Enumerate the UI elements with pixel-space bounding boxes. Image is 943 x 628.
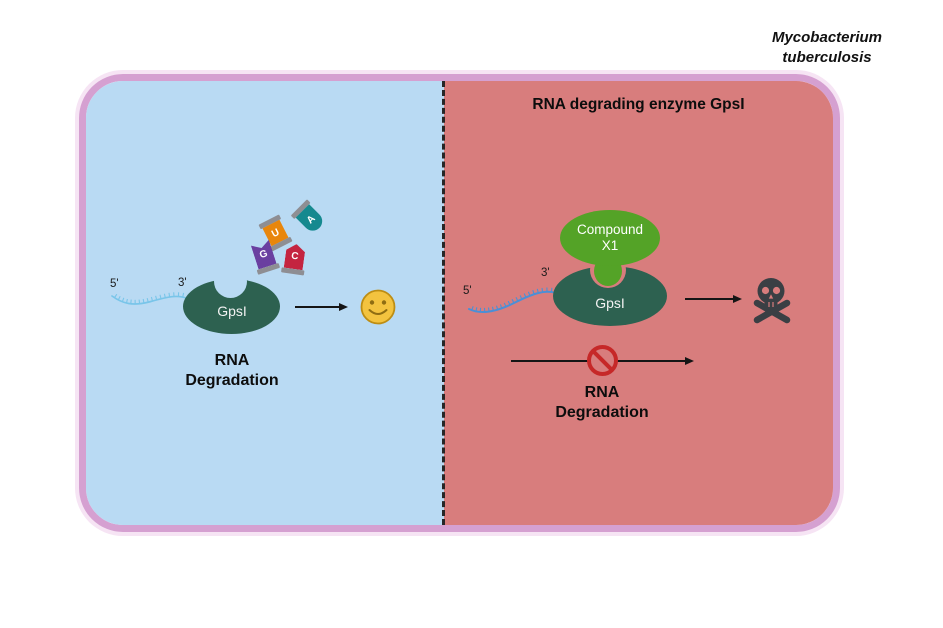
left-rna-strand-icon <box>111 292 190 305</box>
right-caption-line2: Degradation <box>555 404 649 421</box>
right-rna-3prime-label: 3' <box>541 267 550 279</box>
nucleotide-c-icon: C <box>281 243 306 276</box>
right-enzyme-label: GpsI <box>595 295 625 311</box>
right-result-arrow <box>685 294 742 303</box>
left-rna-5prime-label: 5' <box>110 278 119 290</box>
compound-x1-label-line2: X1 <box>601 238 619 253</box>
cell-membrane: 5' 3' GpsI U A G C <box>79 74 840 532</box>
left-enzyme-label: GpsI <box>217 303 247 319</box>
compound-x1-label: Compound X1 <box>560 222 660 254</box>
panel-divider-dashed-line <box>442 81 445 525</box>
nucleotide-c-label: C <box>284 243 306 270</box>
right-caption-line1: RNA <box>584 384 620 401</box>
no-entry-sign-icon <box>587 345 618 376</box>
skull-and-crossbones-icon <box>753 278 791 324</box>
left-caption-line2: Degradation <box>185 372 279 389</box>
right-caption: RNA Degradation <box>512 383 692 423</box>
organism-title-line1: Mycobacterium <box>771 29 883 46</box>
cell-interior: 5' 3' GpsI U A G C <box>86 81 833 525</box>
left-enzyme-active-site-notch <box>214 265 247 298</box>
no-entry-slash <box>591 349 614 372</box>
organism-title-line2: tuberculosis <box>782 49 872 66</box>
compound-x1-label-line1: Compound <box>576 222 644 237</box>
left-result-arrow <box>295 302 348 311</box>
smiley-face-icon <box>360 289 396 325</box>
right-rna-5prime-label: 5' <box>463 285 472 297</box>
left-caption: RNA Degradation <box>142 351 322 391</box>
left-rna-3prime-label: 3' <box>178 277 187 289</box>
right-panel-heading: RNA degrading enzyme GpsI <box>532 96 745 113</box>
left-caption-line1: RNA <box>214 352 250 369</box>
compound-x1-blob <box>560 210 660 266</box>
organism-title: Mycobacterium tuberculosis <box>727 28 927 68</box>
right-rna-strand-icon <box>468 287 557 314</box>
